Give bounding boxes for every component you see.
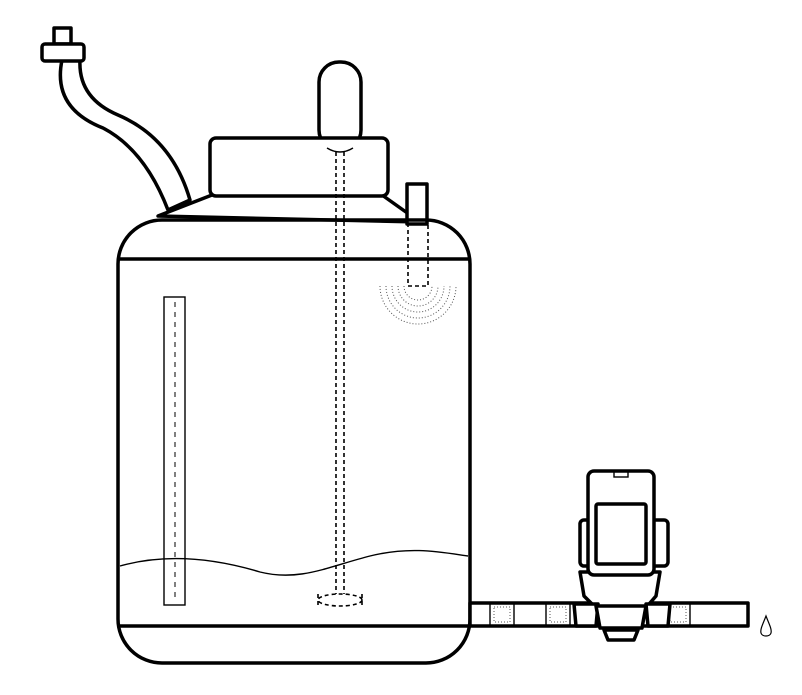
level-window: [163, 296, 186, 606]
jug-lid: [208, 136, 390, 198]
jug-shoulder: [156, 193, 422, 224]
water-jug: [116, 218, 472, 665]
vent-tube: [405, 182, 429, 226]
dip-tube: [335, 152, 345, 594]
pump-valve: [572, 469, 672, 642]
ultrasonic-sensor: [379, 223, 457, 325]
strainer: [317, 593, 363, 607]
water-drop: [760, 614, 772, 637]
inlet-hose: [40, 26, 192, 212]
liquid-surface: [119, 549, 469, 576]
